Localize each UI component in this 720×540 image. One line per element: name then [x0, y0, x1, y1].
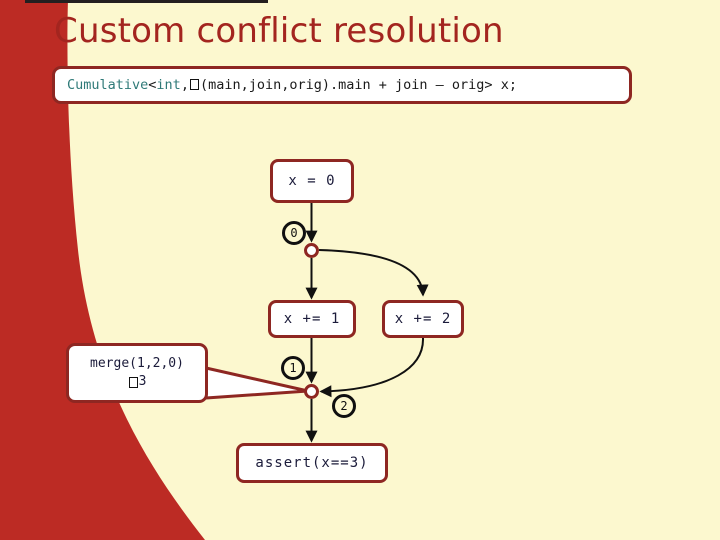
step-badge-2: 2 — [332, 394, 356, 418]
merge-callout-result: 3 — [138, 374, 147, 389]
step-badge-0: 0 — [282, 221, 306, 245]
merge-callout-missing-glyph-icon — [128, 376, 138, 388]
step-badge-1: 1 — [281, 356, 305, 380]
junction-fork-dot[interactable] — [304, 243, 319, 258]
merge-callout-line1: merge(1,2,0) — [90, 356, 184, 371]
code-token-signature-tail: (main,join,orig).main + join — [199, 77, 436, 93]
code-token-open-angle: < — [148, 77, 157, 93]
node-x-plus-equals-2[interactable]: x += 2 — [382, 300, 464, 338]
code-banner-text: Cumulative<int, (main,join,orig).main + j… — [55, 77, 517, 93]
edge-branch2-to-join — [319, 337, 425, 398]
merge-callout-line2: 3 — [128, 373, 147, 391]
edge-fork-to-branch2 — [318, 249, 429, 297]
code-token-signature-end: orig> x; — [443, 77, 517, 93]
node-x-equals-0[interactable]: x = 0 — [270, 159, 354, 203]
code-banner: Cumulative<int, (main,join,orig).main + j… — [52, 66, 632, 104]
code-token-comma: , — [180, 77, 189, 93]
code-token-int: int — [156, 77, 181, 93]
page-title: Custom conflict resolution — [54, 11, 504, 51]
top-rule-line — [25, 0, 268, 3]
junction-join-dot[interactable] — [304, 384, 319, 399]
missing-glyph-icon — [189, 79, 199, 90]
node-assert[interactable]: assert(x==3) — [236, 443, 388, 483]
node-x-plus-equals-1[interactable]: x += 1 — [268, 300, 356, 338]
merge-callout: merge(1,2,0) 3 — [66, 343, 208, 403]
code-token-cumulative: Cumulative — [67, 77, 149, 93]
code-token-minus: – — [435, 77, 444, 93]
